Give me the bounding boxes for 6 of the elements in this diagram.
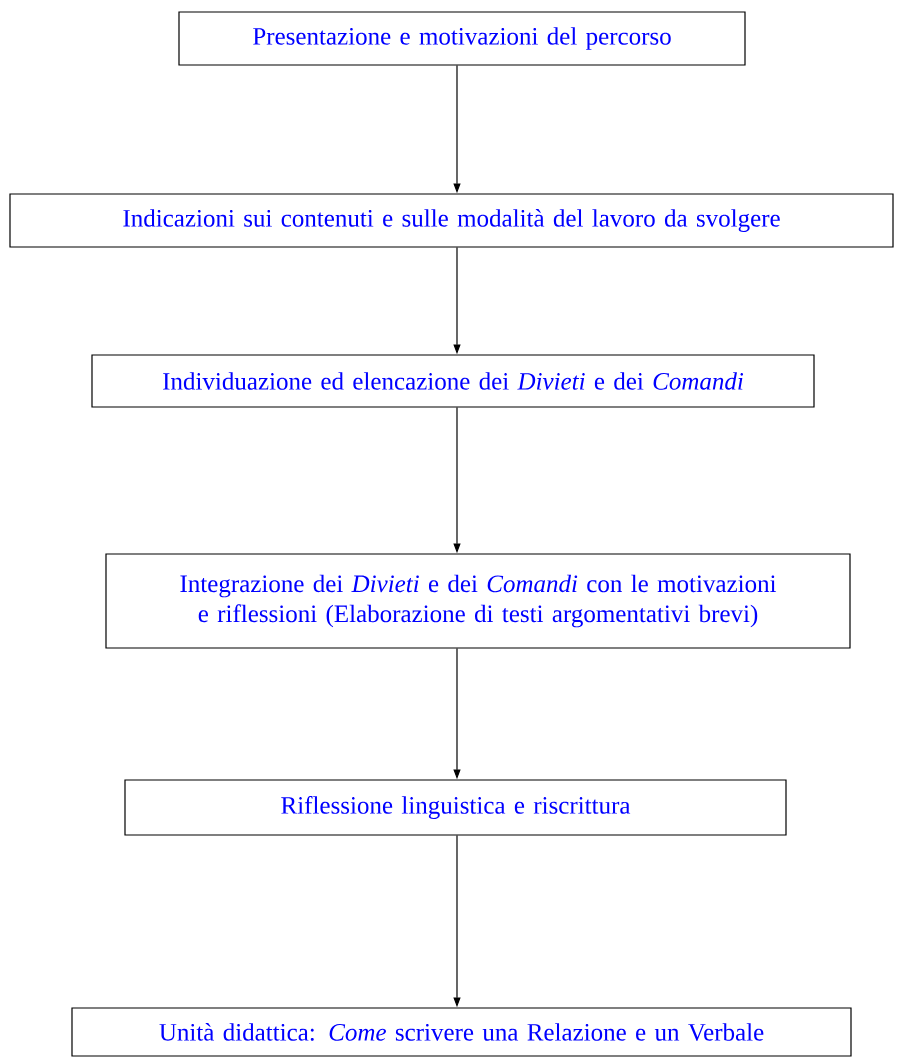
- process-box: Integrazione dei Divieti e dei Comandi con le motivazioni e riflessioni (Elaborazione di testi argomentativi brevi): [105, 553, 851, 649]
- process-box: Individuazione ed elencazione dei Divieti e dei Comandi: [91, 354, 815, 408]
- process-box: Presentazione e motivazioni del percorso: [178, 11, 746, 66]
- process-box: Indicazioni sui contenuti e sulle modalità del lavoro da svolgere: [9, 193, 894, 248]
- process-box: Riflessione linguistica e riscrittura: [124, 779, 787, 836]
- process-box: Unità didattica: Come scrivere una Relazione e un Verbale: [71, 1007, 852, 1057]
